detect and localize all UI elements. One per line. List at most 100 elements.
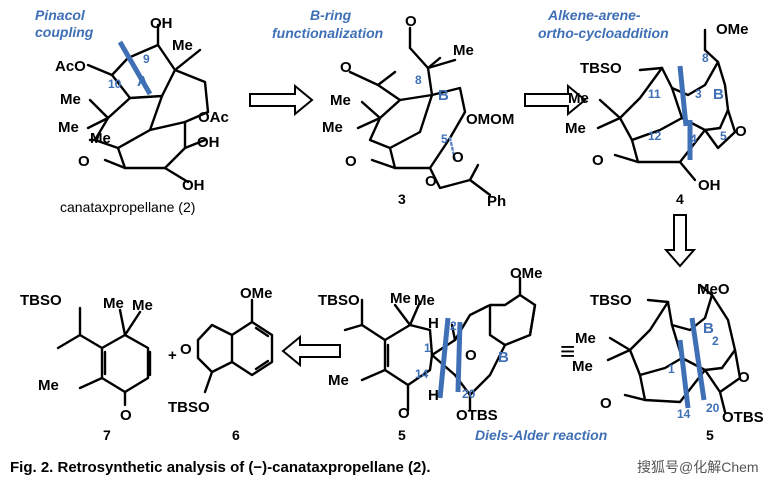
plus-sign: +: [168, 347, 177, 364]
c5r-carbonyl-o: O: [600, 395, 612, 412]
c3-acetal-o-2: O: [425, 173, 437, 190]
c6-tbso: TBSO: [168, 399, 210, 416]
ring-label-b-c5m: B: [498, 349, 509, 366]
retro-arrow-2: [524, 83, 587, 117]
c2-aco: AcO: [55, 58, 86, 75]
compound-2-structure: Pinacol coupling OH Me AcO Me Me Me OAc …: [35, 7, 229, 215]
c5r-bridge-o: O: [738, 369, 750, 386]
compound-3-label: 3: [398, 191, 406, 207]
retro-arrow-4: [281, 334, 341, 368]
c2-carbonyl-o: O: [78, 153, 90, 170]
c3-me-top: Me: [453, 42, 474, 59]
compound-4-label: 4: [676, 191, 684, 207]
compound-6-label: 6: [232, 427, 240, 443]
c2-oh-top: OH: [150, 15, 173, 32]
compound-7-structure: TBSO Me Me Me O 7: [20, 292, 153, 443]
c4-me-2: Me: [565, 120, 586, 137]
c5m-h-top: H: [428, 315, 439, 332]
compound-6-structure: OMe O TBSO 6: [168, 285, 274, 443]
c4-ome: OMe: [716, 21, 749, 38]
compound-5-label-middle: 5: [398, 427, 406, 443]
compound-2-label: canataxpropellane (2): [60, 199, 195, 215]
step-label-diels-alder: Diels-Alder reaction: [475, 427, 607, 443]
c2-me-2: Me: [58, 119, 79, 136]
c7-me-2: Me: [132, 297, 153, 314]
c3-carbonyl-o: O: [345, 153, 357, 170]
step-label-bring-line2: functionalization: [272, 25, 383, 41]
c3-acetal-o-1: O: [452, 149, 464, 166]
step-label-bring-line1: B-ring: [310, 7, 352, 23]
c7-me-3: Me: [38, 377, 59, 394]
ring-label-b-c3: B: [438, 87, 449, 104]
compound-7-label: 7: [103, 427, 111, 443]
retro-arrow-3: [663, 214, 697, 268]
atom-number-3: 3: [695, 87, 702, 101]
c5m-tbso: TBSO: [318, 292, 360, 309]
equivalence-sign: ≡: [560, 336, 575, 366]
c2-oh-mid: OH: [197, 134, 220, 151]
c4-tbso: TBSO: [580, 60, 622, 77]
compound-5-2d-structure: TBSO Me Me H O Me H O OTBS OMe 2 1 14 20…: [318, 265, 543, 443]
retro-arrow-1: [249, 83, 314, 117]
c6-ring-o: O: [180, 341, 192, 358]
c5r-otbs: OTBS: [722, 409, 764, 426]
c5m-h-bottom: H: [428, 387, 439, 404]
c7-me-1: Me: [103, 295, 124, 312]
c5r-meo: MeO: [697, 281, 730, 298]
atom-number-2-c5m: 2: [450, 319, 457, 333]
c4-oh: OH: [698, 177, 721, 194]
c7-tbso: TBSO: [20, 292, 62, 309]
figure-caption: Fig. 2. Retrosynthetic analysis of (−)-c…: [10, 459, 431, 476]
c4-me-1: Me: [568, 90, 589, 107]
atom-number-4: 4: [690, 132, 697, 146]
c5m-me-3: Me: [328, 372, 349, 389]
c5r-tbso: TBSO: [590, 292, 632, 309]
atom-number-1-c5m: 1: [424, 341, 431, 355]
atom-number-9: 9: [143, 52, 150, 66]
c2-me-3: Me: [90, 130, 111, 147]
atom-number-5-c4: 5: [720, 129, 727, 143]
atom-number-20-c5m: 20: [462, 387, 476, 401]
c3-aldehyde-o-top: O: [405, 13, 417, 30]
compound-4-structure: Alkene-arene- ortho-cycloaddition OMe TB…: [538, 7, 749, 207]
atom-number-1-c5r: 1: [668, 362, 675, 376]
step-label-pinacol-line1: Pinacol: [35, 7, 86, 23]
c5r-me-1: Me: [575, 330, 596, 347]
c5m-me-2: Me: [414, 292, 435, 309]
c3-ph: Ph: [487, 193, 506, 210]
atom-number-8-c3: 8: [415, 73, 422, 87]
atom-number-12: 12: [648, 129, 662, 143]
c2-me-1: Me: [60, 91, 81, 108]
c3-omom: OMOM: [466, 111, 514, 128]
atom-number-8-c4: 8: [702, 51, 709, 65]
atom-number-14-c5m: 14: [415, 367, 429, 381]
c7-carbonyl-o: O: [120, 407, 132, 424]
c3-me-1: Me: [330, 92, 351, 109]
c5m-ome: OMe: [510, 265, 543, 282]
c2-oh-bottom: OH: [182, 177, 205, 194]
watermark: 搜狐号@化解Chem: [637, 459, 759, 475]
atom-number-14-c5r: 14: [677, 407, 691, 421]
c3-aldehyde-o-left: O: [340, 59, 352, 76]
atom-number-20-c5r: 20: [706, 401, 720, 415]
compound-5-label-right: 5: [706, 427, 714, 443]
c2-oac: OAc: [198, 109, 229, 126]
c4-bridge-o: O: [735, 123, 747, 140]
c5m-carbonyl-o: O: [398, 405, 410, 422]
atom-number-11: 11: [648, 87, 661, 101]
atom-number-5-c3: 5: [441, 132, 448, 146]
c5m-otbs: OTBS: [456, 407, 498, 424]
c5r-me-2: Me: [572, 358, 593, 375]
step-label-pinacol-line2: coupling: [35, 24, 94, 40]
c5m-me-1: Me: [390, 290, 411, 307]
atom-number-10: 10: [108, 77, 122, 91]
c4-carbonyl-o: O: [592, 152, 604, 169]
ring-label-a: A: [137, 73, 148, 90]
c5m-bridge-o: O: [465, 347, 477, 364]
step-label-alkene-line1: Alkene-arene-: [547, 7, 641, 23]
ring-label-b-c4: B: [713, 86, 724, 103]
compound-3-structure: B-ring functionalization O Me O Me Me OM…: [272, 7, 514, 210]
atom-number-2-c5r: 2: [712, 334, 719, 348]
c3-me-2: Me: [322, 119, 343, 136]
